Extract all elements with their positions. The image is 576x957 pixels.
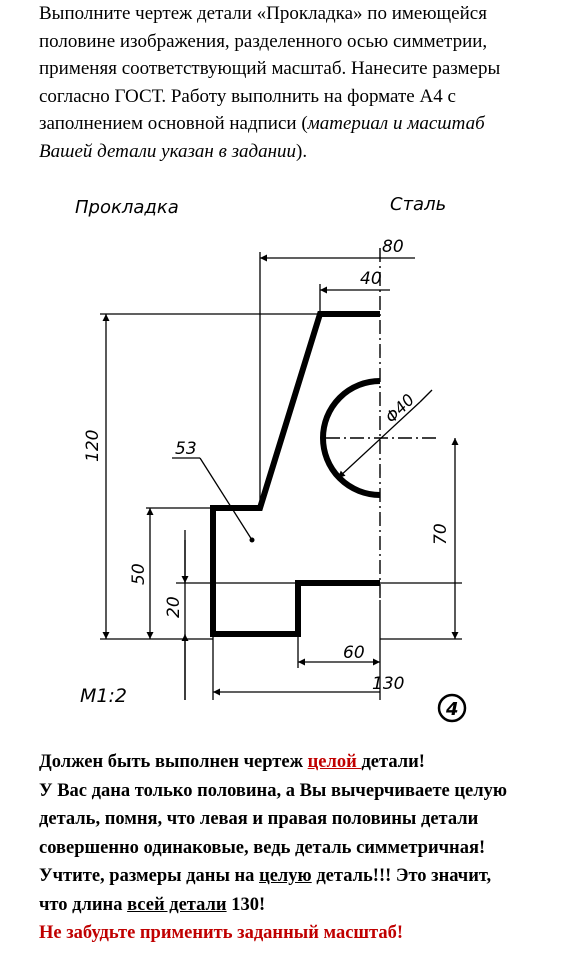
note-text: детали!: [361, 752, 425, 772]
instructions: Должен быть выполнен чертеж целой детали…: [39, 748, 576, 948]
note-text: деталь!!! Это значит,: [311, 866, 492, 886]
note-emphasis: целой: [307, 752, 362, 772]
note-emphasis: целую: [259, 866, 312, 886]
dim-130: 130: [372, 674, 404, 694]
dim-20: 20: [164, 596, 184, 618]
dim-line-phi40: [337, 401, 421, 479]
dim-40: 40: [360, 269, 382, 289]
dim-60: 60: [343, 643, 365, 663]
dim-50: 50: [129, 563, 149, 585]
note-line: Учтите, размеры даны на целую деталь!!! …: [39, 862, 576, 891]
material-label: Сталь: [390, 194, 446, 215]
intro-line: половине изображения, разделенного осью …: [39, 30, 488, 52]
intro-line: применяя соответствующий масштаб. Нанеси…: [39, 58, 501, 80]
note-line: что длина всей детали 130!: [39, 891, 576, 920]
note-line: совершенно одинаковые, ведь деталь симме…: [39, 837, 486, 858]
note-line: У Вас дана только половина, а Вы вычерчи…: [39, 780, 508, 801]
dim-53: 53: [175, 439, 197, 459]
part-name-label: Прокладка: [75, 197, 179, 218]
part-outline: [210, 311, 380, 637]
leader-dot: [249, 537, 255, 543]
note-line: деталь, помня, что левая и правая полови…: [39, 809, 479, 829]
dim-leader-53: [199, 457, 253, 541]
semicircle-hole: [320, 378, 381, 498]
note-text: что длина: [39, 894, 128, 915]
dim-70: 70: [431, 523, 451, 545]
dimension-lines: [102, 254, 459, 700]
note-line: Должен быть выполнен чертеж целой детали…: [39, 748, 576, 777]
intro-text: ).: [296, 140, 308, 162]
dim-120: 120: [83, 430, 103, 462]
intro-line: Вашей детали указан в задании).: [39, 138, 569, 166]
variant-number: 4: [445, 699, 459, 720]
intro-line: Выполните чертеж детали «Прокладка» по и…: [39, 3, 487, 24]
note-scale-warning: Не забудьте применить заданный масштаб!: [39, 923, 404, 943]
task-description: Выполните чертеж детали «Прокладка» по и…: [39, 0, 569, 166]
note-text: Учтите, размеры даны на: [39, 866, 260, 886]
note-emphasis: всей детали: [127, 894, 227, 915]
note-text: Должен быть выполнен чертеж: [39, 752, 308, 772]
intro-text: заполнением основной надписи (: [39, 113, 308, 135]
scale-label: М1:2: [80, 685, 127, 707]
intro-line: согласно ГОСТ. Работу выполнить на форма…: [39, 85, 456, 107]
dim-80: 80: [382, 237, 404, 257]
technical-drawing: Прокладка Сталь: [75, 194, 467, 723]
intro-italic: Вашей детали указан в задании: [39, 140, 297, 162]
note-text: 130!: [226, 894, 266, 915]
intro-italic: материал и масштаб: [307, 113, 485, 135]
outer-contour: [210, 311, 380, 637]
variant-circle: [437, 693, 467, 723]
dim-line-phi40-tail: [419, 389, 433, 403]
intro-line: заполнением основной надписи (материал и…: [39, 110, 569, 138]
dim-phi40: Φ40: [381, 390, 418, 427]
